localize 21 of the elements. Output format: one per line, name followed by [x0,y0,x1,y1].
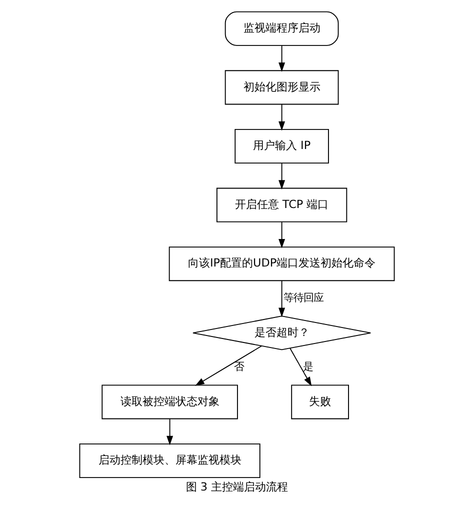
node-box: 向该IP配置的UDP端口发送初始化命令 [168,246,395,282]
node-box: 失败 [291,384,349,420]
arrow [278,280,286,318]
edge-label: 否 [234,361,244,374]
node-diamond: 是否超时？ [192,316,372,350]
node-box: 开启任意 TCP 端口 [216,188,348,222]
arrow [166,418,174,446]
arrow [195,346,262,386]
caption: 图 3 主控端启动流程 [186,480,288,494]
arrow [278,162,286,190]
arrow [278,222,286,248]
node-box: 用户输入 IP [234,128,329,164]
node-box: 初始化图形显示 [224,70,339,105]
arrow [278,45,286,72]
node-box: 监视端程序启动 [224,11,339,46]
arrow [290,348,312,386]
edge-label: 等待回应 [283,292,324,304]
node-box: 读取被控端状态对象 [102,384,238,420]
arrow [278,104,286,131]
edge-label: 是 [302,361,313,374]
node-box: 启动控制模块、屏幕监视模块 [79,444,260,478]
